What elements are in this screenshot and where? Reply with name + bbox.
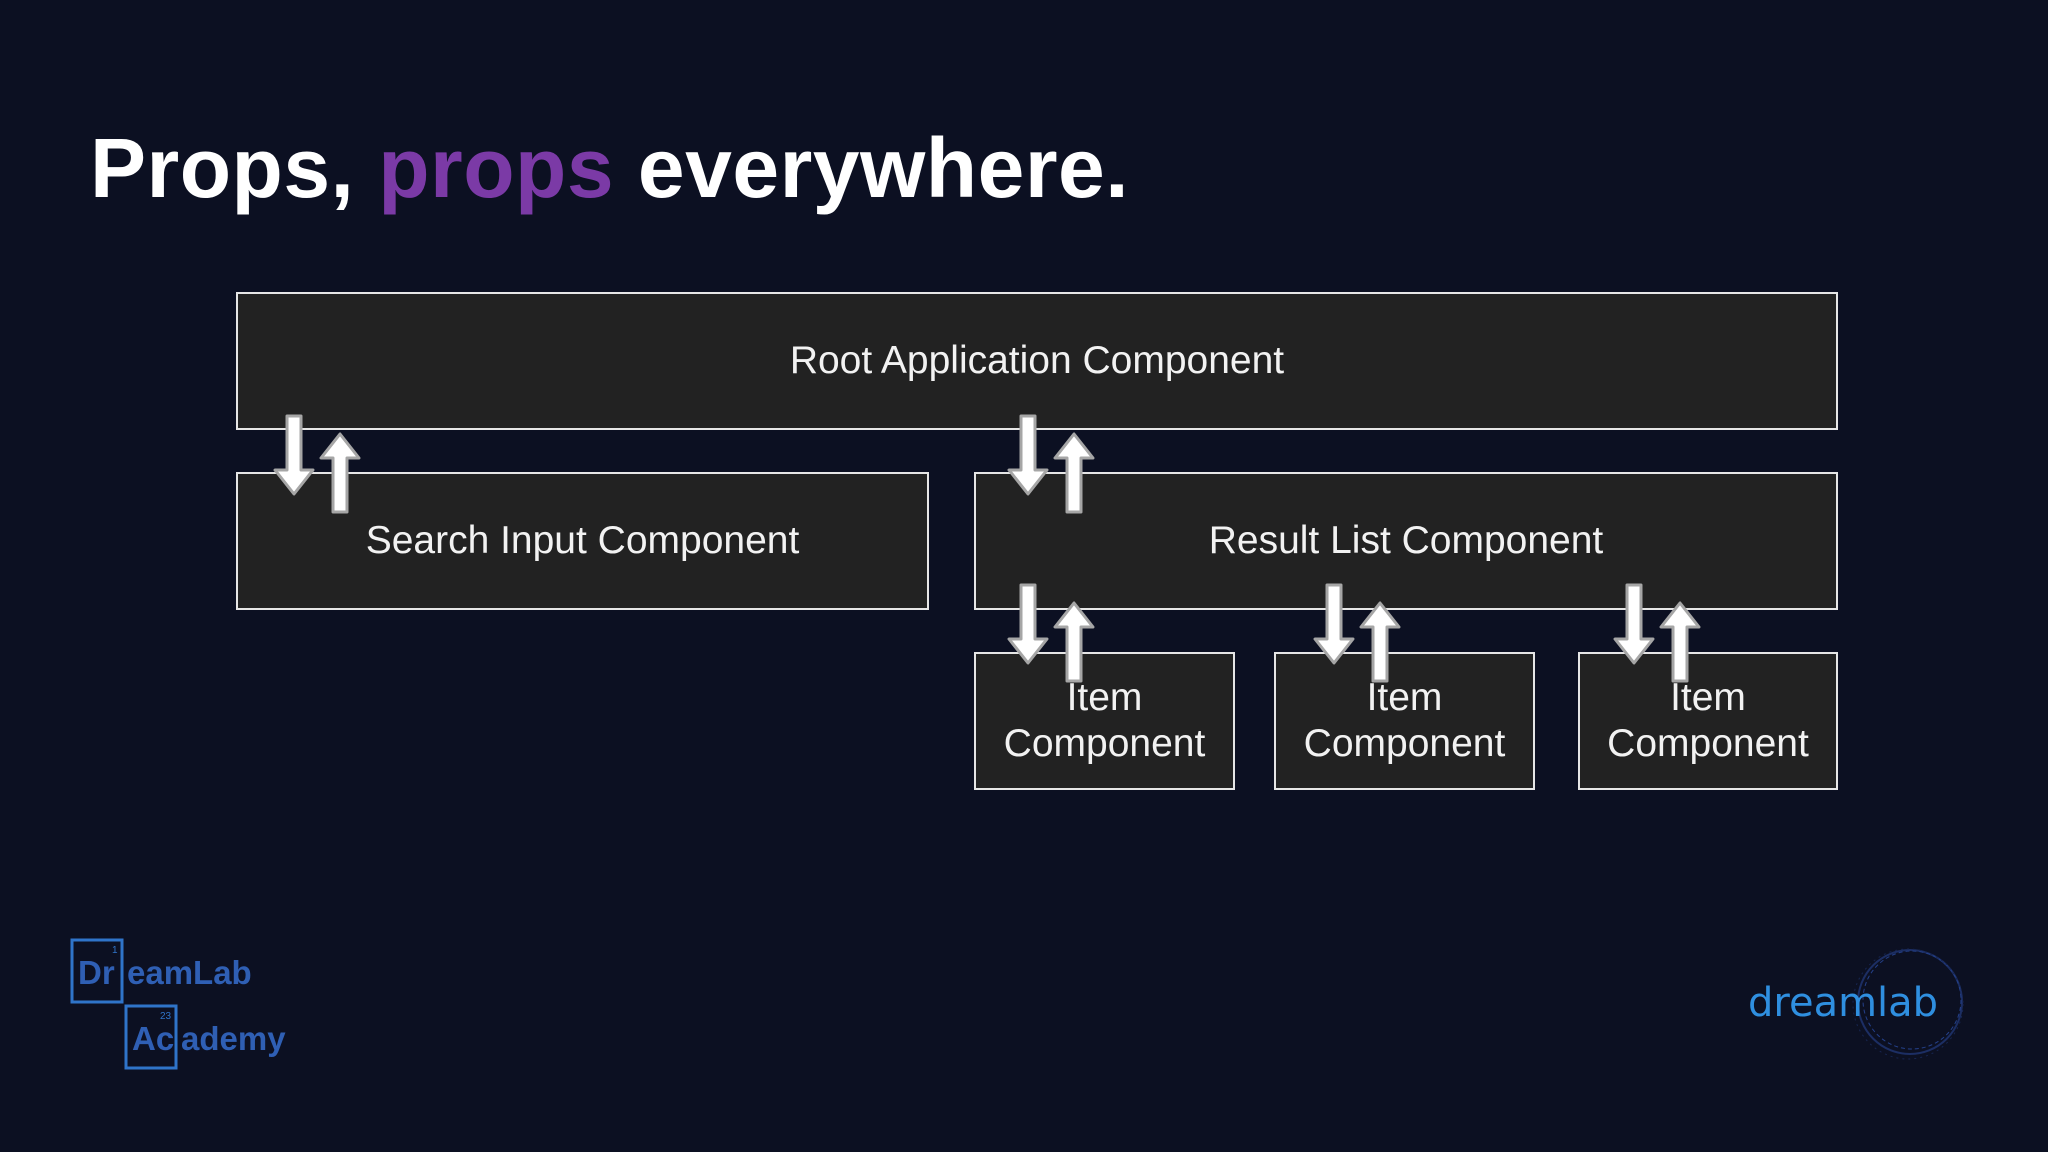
title-accent-word: props	[378, 121, 615, 215]
item-component-box-2: Item Component	[1274, 652, 1535, 790]
search-input-component-box: Search Input Component	[236, 472, 929, 610]
root-component-label: Root Application Component	[789, 339, 1285, 382]
result-list-component-label: Result List Component	[1208, 519, 1604, 562]
logo-ac-letters: Ac	[132, 1020, 174, 1057]
result-list-component-box: Result List Component	[974, 472, 1838, 610]
slide-title: Props, props everywhere.	[90, 120, 1129, 217]
arrow-pair-root-result-icon	[1007, 414, 1095, 514]
arrow-pair-result-item3-icon	[1613, 583, 1701, 683]
logo-element-number-1: 1	[112, 945, 118, 956]
logo-dr-letters: Dr	[78, 954, 115, 991]
item-component-label-line1: Item	[1670, 676, 1746, 719]
arrow-pair-root-search-icon	[273, 414, 361, 514]
item-component-label-line1: Item	[1066, 676, 1143, 719]
title-part-3: everywhere.	[614, 121, 1130, 215]
arrow-pair-result-item1-icon	[1007, 583, 1095, 683]
item-component-box-1: Item Component	[974, 652, 1235, 790]
arrow-pair-result-item2-icon	[1313, 583, 1401, 683]
dreamlab-logo: dreamlab	[1740, 940, 1980, 1075]
logo-element-number-23: 23	[160, 1011, 172, 1022]
dreamlab-academy-logo: 1 Dr eamLab 23 Ac ademy	[70, 938, 310, 1083]
item-component-label-line2: Component	[1003, 722, 1206, 765]
item-component-box-3: Item Component	[1578, 652, 1838, 790]
title-part-1: Props,	[90, 121, 379, 215]
search-input-component-label: Search Input Component	[365, 519, 800, 562]
item-component-label-line2: Component	[1303, 722, 1506, 765]
logo-ademy-text: ademy	[181, 1020, 286, 1057]
item-component-label-line2: Component	[1607, 722, 1809, 765]
root-component-box: Root Application Component	[236, 292, 1838, 430]
logo-eamlab-text: eamLab	[127, 954, 252, 991]
item-component-label-line1: Item	[1366, 676, 1443, 719]
dreamlab-wordmark: dreamlab	[1748, 980, 1938, 1026]
